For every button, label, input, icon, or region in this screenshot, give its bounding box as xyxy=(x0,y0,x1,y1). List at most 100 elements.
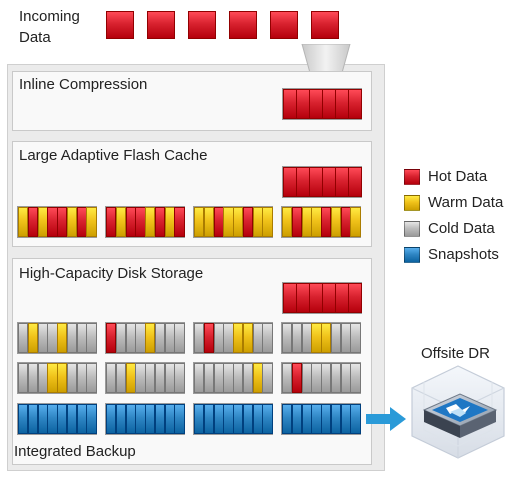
data-block-cold xyxy=(321,363,332,393)
legend-label-warm: Warm Data xyxy=(428,194,504,211)
data-block-snap xyxy=(27,404,38,434)
flash-cache-group xyxy=(105,206,185,238)
data-block-hot xyxy=(348,283,362,313)
data-block-cold xyxy=(115,363,126,393)
data-block-snap xyxy=(213,404,224,434)
data-block-cold xyxy=(76,323,87,353)
integrated-backup-label: Integrated Backup xyxy=(14,443,136,460)
data-block-hot xyxy=(291,363,302,393)
inline-compression-title: Inline Compression xyxy=(19,76,148,93)
data-block-snap xyxy=(252,404,263,434)
data-block-snap xyxy=(301,404,312,434)
data-block-warm xyxy=(145,323,156,353)
offsite-storage-appliance-icon xyxy=(411,365,505,459)
data-block-cold xyxy=(301,363,312,393)
data-block-warm xyxy=(203,207,214,237)
data-block-warm xyxy=(164,207,175,237)
data-block-hot xyxy=(291,207,302,237)
data-block-hot xyxy=(283,283,297,313)
data-block-cold xyxy=(174,363,185,393)
data-block-hot xyxy=(322,89,336,119)
data-block-warm xyxy=(233,207,244,237)
data-block-warm xyxy=(282,207,293,237)
disk-storage-group xyxy=(105,362,185,394)
data-block-hot xyxy=(296,167,310,197)
disk-storage-title: High-Capacity Disk Storage xyxy=(19,265,204,282)
data-block-cold xyxy=(262,363,273,393)
data-block-snap xyxy=(135,404,146,434)
data-block-warm xyxy=(47,363,58,393)
data-block-cold xyxy=(164,363,175,393)
data-block-hot xyxy=(322,167,336,197)
compressed-hot-group xyxy=(282,166,362,198)
data-block-hot xyxy=(47,207,58,237)
legend-label-hot: Hot Data xyxy=(428,168,488,185)
incoming-data-block xyxy=(270,11,298,39)
data-block-warm xyxy=(37,207,48,237)
data-block-cold xyxy=(106,363,117,393)
data-block-warm xyxy=(311,207,322,237)
data-block-warm xyxy=(145,207,156,237)
data-block-warm xyxy=(311,323,322,353)
data-block-warm xyxy=(18,207,29,237)
data-block-hot xyxy=(213,207,224,237)
data-block-cold xyxy=(301,323,312,353)
data-block-cold xyxy=(223,323,234,353)
disk-storage-group xyxy=(193,362,273,394)
incoming-data-block xyxy=(106,11,134,39)
data-block-cold xyxy=(350,363,361,393)
data-block-cold xyxy=(154,323,165,353)
data-block-snap xyxy=(350,404,361,434)
data-block-snap xyxy=(242,404,253,434)
incoming-data-label-line1: Incoming xyxy=(19,8,80,25)
data-block-cold xyxy=(47,323,58,353)
snapshot-group xyxy=(17,403,97,435)
incoming-data-label-line2: Data xyxy=(19,29,51,46)
legend-swatch-snap xyxy=(404,247,420,263)
data-block-snap xyxy=(291,404,302,434)
disk-storage-group xyxy=(105,322,185,354)
data-block-cold xyxy=(242,363,253,393)
data-block-snap xyxy=(282,404,293,434)
disk-storage-group xyxy=(281,362,361,394)
data-block-cold xyxy=(213,323,224,353)
incoming-data-block xyxy=(229,11,257,39)
disk-storage-group xyxy=(17,322,97,354)
data-block-cold xyxy=(174,323,185,353)
disk-storage-group xyxy=(193,322,273,354)
data-block-hot xyxy=(106,207,117,237)
data-block-snap xyxy=(125,404,136,434)
data-block-snap xyxy=(154,404,165,434)
data-block-hot xyxy=(335,167,349,197)
data-block-hot xyxy=(335,89,349,119)
data-block-cold xyxy=(350,323,361,353)
data-block-snap xyxy=(106,404,117,434)
data-block-cold xyxy=(340,323,351,353)
data-block-hot xyxy=(283,167,297,197)
data-block-snap xyxy=(174,404,185,434)
data-block-hot xyxy=(309,89,323,119)
data-block-cold xyxy=(223,363,234,393)
data-block-snap xyxy=(18,404,29,434)
data-block-hot xyxy=(242,207,253,237)
data-block-warm xyxy=(115,207,126,237)
legend-swatch-warm xyxy=(404,195,420,211)
data-block-cold xyxy=(86,323,97,353)
data-block-snap xyxy=(321,404,332,434)
data-block-cold xyxy=(27,363,38,393)
data-block-warm xyxy=(57,363,68,393)
data-block-warm xyxy=(223,207,234,237)
data-block-hot xyxy=(106,323,117,353)
data-block-hot xyxy=(296,89,310,119)
data-block-warm xyxy=(125,363,136,393)
data-block-snap xyxy=(57,404,68,434)
data-block-cold xyxy=(145,363,156,393)
data-block-warm xyxy=(86,207,97,237)
legend-swatch-hot xyxy=(404,169,420,185)
data-block-hot xyxy=(340,207,351,237)
data-block-snap xyxy=(223,404,234,434)
data-block-cold xyxy=(252,323,263,353)
data-block-hot xyxy=(335,283,349,313)
data-block-snap xyxy=(76,404,87,434)
data-block-snap xyxy=(115,404,126,434)
